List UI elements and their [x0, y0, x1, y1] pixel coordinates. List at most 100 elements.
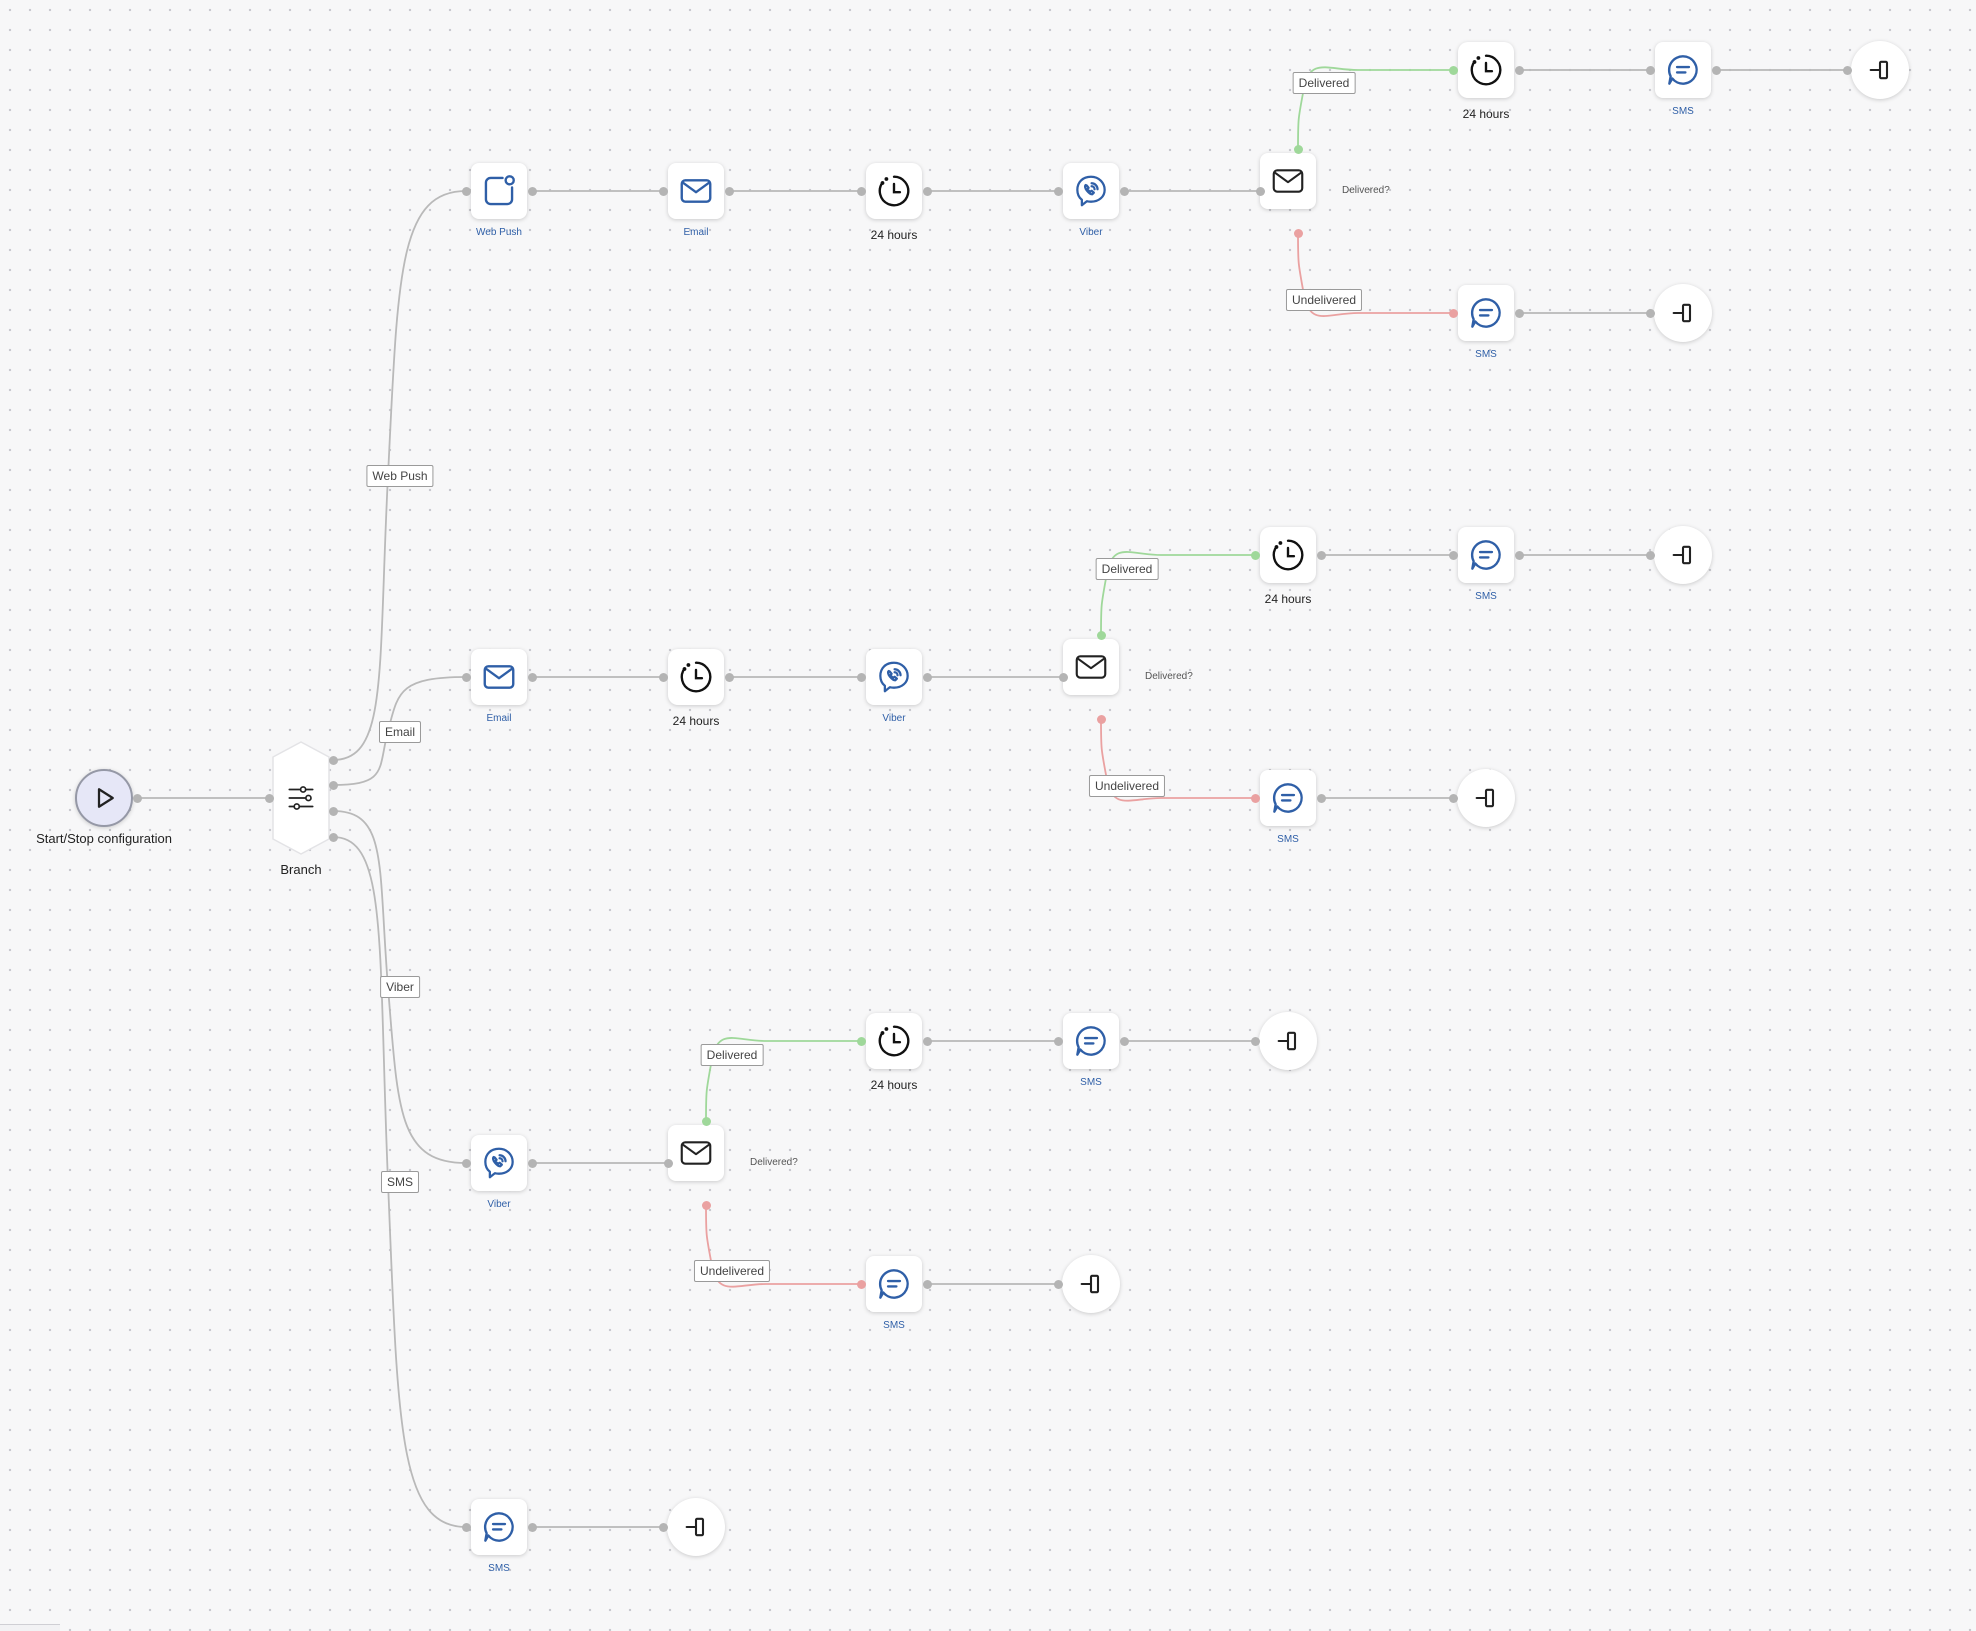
edge-label[interactable]: Undelivered — [1285, 289, 1363, 311]
exit-node-ex2b[interactable] — [1457, 769, 1515, 827]
channel-node-sms2a[interactable] — [1458, 527, 1514, 583]
connection-port[interactable] — [1842, 65, 1852, 75]
channel-node-vb1[interactable] — [1063, 163, 1119, 219]
connection-port[interactable] — [1316, 550, 1326, 560]
connection-port[interactable] — [922, 186, 932, 196]
connection-port[interactable] — [701, 1200, 711, 1210]
exit-node-ex2a[interactable] — [1654, 526, 1712, 584]
connection-port[interactable] — [1250, 793, 1260, 803]
connection-port[interactable] — [1293, 228, 1303, 238]
channel-node-sms1a[interactable] — [1655, 42, 1711, 98]
connection-port[interactable] — [1514, 65, 1524, 75]
connection-port[interactable] — [1514, 550, 1524, 560]
connection-port[interactable] — [658, 1522, 668, 1532]
channel-node-sms3b[interactable] — [866, 1256, 922, 1312]
wait-node-wt2b[interactable] — [1260, 527, 1316, 583]
connection-port[interactable] — [1448, 793, 1458, 803]
connection-port[interactable] — [1053, 1279, 1063, 1289]
wait-node-wt2[interactable] — [668, 649, 724, 705]
edge-label[interactable]: Undelivered — [1088, 775, 1166, 797]
edge-label[interactable]: Undelivered — [693, 1260, 771, 1282]
wait-node-wt1b[interactable] — [1458, 42, 1514, 98]
connection-port[interactable] — [701, 1116, 711, 1126]
connection-port[interactable] — [1711, 65, 1721, 75]
connection-port[interactable] — [724, 672, 734, 682]
connection-port[interactable] — [1316, 793, 1326, 803]
connection-port[interactable] — [856, 672, 866, 682]
channel-node-sms4[interactable] — [471, 1499, 527, 1555]
connection-port[interactable] — [1053, 186, 1063, 196]
connection-port[interactable] — [1119, 186, 1129, 196]
connection-port[interactable] — [1250, 1036, 1260, 1046]
channel-node-vb2[interactable] — [866, 649, 922, 705]
node-caption: Web Push — [476, 227, 522, 238]
connection-port[interactable] — [856, 186, 866, 196]
connection-port[interactable] — [527, 1522, 537, 1532]
connection-port[interactable] — [527, 1158, 537, 1168]
wait-node-wt3b[interactable] — [866, 1013, 922, 1069]
connection-port[interactable] — [658, 672, 668, 682]
channel-node-em2[interactable] — [471, 649, 527, 705]
connection-port[interactable] — [328, 832, 338, 842]
connection-port[interactable] — [1255, 186, 1265, 196]
edge-label[interactable]: Viber — [380, 976, 420, 998]
exit-node-ex1b[interactable] — [1654, 284, 1712, 342]
connection-port[interactable] — [461, 1158, 471, 1168]
exit-node-ex3b[interactable] — [1062, 1255, 1120, 1313]
exit-node-ex3a[interactable] — [1259, 1012, 1317, 1070]
connection-port[interactable] — [663, 1158, 673, 1168]
channel-node-sms1b[interactable] — [1458, 285, 1514, 341]
connection-port[interactable] — [724, 186, 734, 196]
channel-node-em1[interactable] — [668, 163, 724, 219]
connection-port[interactable] — [1053, 1036, 1063, 1046]
connection-port[interactable] — [1293, 144, 1303, 154]
connection-port[interactable] — [1096, 630, 1106, 640]
connection-port[interactable] — [1645, 550, 1655, 560]
connection-port[interactable] — [856, 1279, 866, 1289]
connection-port[interactable] — [132, 793, 142, 803]
connection-port[interactable] — [461, 1522, 471, 1532]
edge-label[interactable]: Email — [378, 721, 422, 743]
connection-port[interactable] — [1514, 308, 1524, 318]
connection-port[interactable] — [1448, 65, 1458, 75]
connection-port[interactable] — [328, 755, 338, 765]
connection-port[interactable] — [328, 806, 338, 816]
channel-node-sms2b[interactable] — [1260, 770, 1316, 826]
connection-port[interactable] — [1058, 672, 1068, 682]
connection-port[interactable] — [264, 793, 274, 803]
edge-label[interactable]: Web Push — [366, 465, 434, 487]
branch-node-branch[interactable] — [269, 739, 333, 857]
exit-node-ex1a[interactable] — [1851, 41, 1909, 99]
connection-port[interactable] — [658, 186, 668, 196]
wait-node-wt1[interactable] — [866, 163, 922, 219]
edge-label[interactable]: SMS — [380, 1171, 420, 1193]
connection-port[interactable] — [922, 1036, 932, 1046]
edge-label[interactable]: Delivered — [1292, 72, 1356, 94]
connection-port[interactable] — [1448, 550, 1458, 560]
connection-port[interactable] — [1645, 65, 1655, 75]
edge-label[interactable]: Delivered — [700, 1044, 764, 1066]
condition-node-c1[interactable] — [1260, 153, 1316, 209]
connection-port[interactable] — [922, 672, 932, 682]
connection-port[interactable] — [461, 672, 471, 682]
connection-port[interactable] — [328, 780, 338, 790]
channel-node-wp1[interactable] — [471, 163, 527, 219]
connection-port[interactable] — [922, 1279, 932, 1289]
edge-label[interactable]: Delivered — [1095, 558, 1159, 580]
condition-node-c2[interactable] — [1063, 639, 1119, 695]
connection-port[interactable] — [856, 1036, 866, 1046]
connection-port[interactable] — [527, 186, 537, 196]
connection-port[interactable] — [1645, 308, 1655, 318]
connection-port[interactable] — [1250, 550, 1260, 560]
channel-node-sms3a[interactable] — [1063, 1013, 1119, 1069]
condition-node-c3[interactable] — [668, 1125, 724, 1181]
connection-port[interactable] — [527, 672, 537, 682]
exit-node-ex4[interactable] — [667, 1498, 725, 1556]
connection-port[interactable] — [1119, 1036, 1129, 1046]
connection-port[interactable] — [1096, 714, 1106, 724]
start-node-start[interactable] — [75, 769, 133, 827]
connection-port[interactable] — [1448, 308, 1458, 318]
connection-port[interactable] — [461, 186, 471, 196]
channel-node-vb3[interactable] — [471, 1135, 527, 1191]
